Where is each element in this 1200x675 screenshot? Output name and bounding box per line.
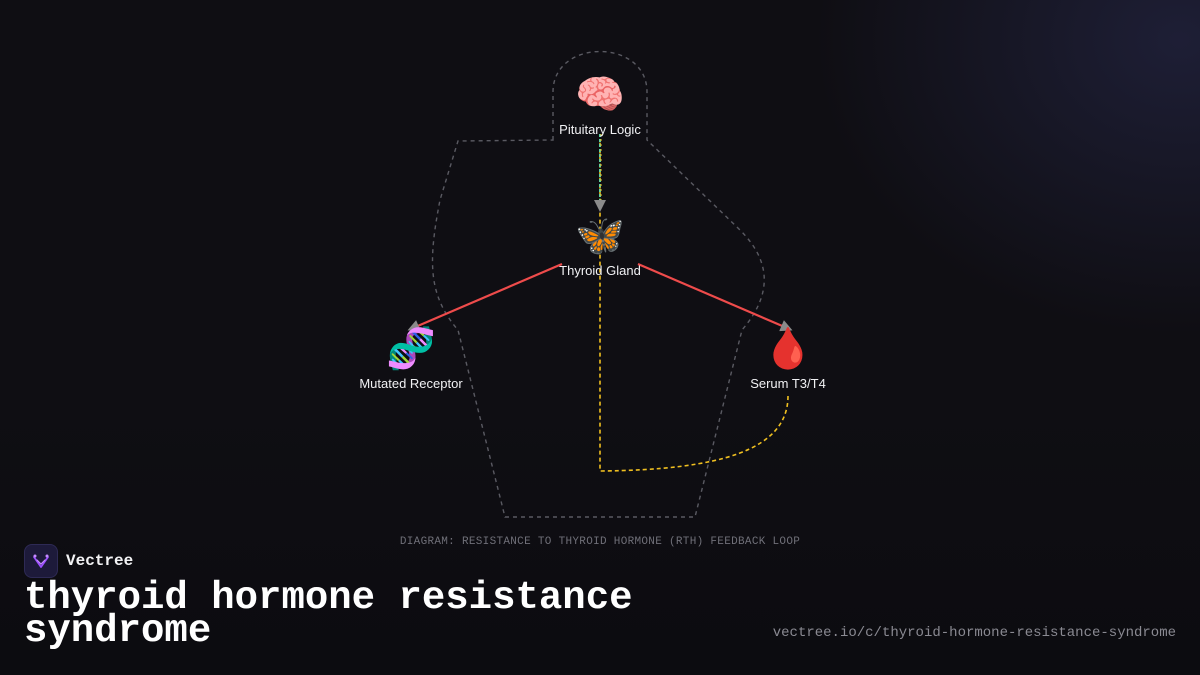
brand-name: Vectree — [66, 552, 134, 570]
butterfly-icon: 🦋 — [575, 213, 625, 259]
blood-drop-icon: 🩸 — [763, 326, 813, 372]
node-pituitary[interactable]: 🧠 Pituitary Logic — [559, 70, 641, 137]
edge-serum-to-pituitary — [599, 140, 789, 472]
page-url[interactable]: vectree.io/c/thyroid-hormone-resistance-… — [772, 625, 1176, 641]
edge-thyroid-to-receptor — [407, 262, 563, 332]
edge-thyroid-to-serum — [637, 262, 793, 332]
dna-icon: 🧬 — [386, 326, 436, 372]
node-thyroid[interactable]: 🦋 Thyroid Gland — [559, 211, 641, 278]
brand[interactable]: Vectree — [24, 544, 133, 578]
node-receptor[interactable]: 🧬 Mutated Receptor — [359, 324, 462, 391]
body-silhouette — [431, 50, 765, 518]
node-label-pituitary: Pituitary Logic — [559, 122, 641, 137]
page-title: thyroid hormone resistance syndrome — [24, 576, 633, 653]
node-label-serum: Serum T3/T4 — [750, 376, 826, 391]
brain-icon: 🧠 — [575, 72, 625, 118]
node-serum[interactable]: 🩸 Serum T3/T4 — [750, 324, 826, 391]
diagram-caption: DIAGRAM: RESISTANCE TO THYROID HORMONE (… — [399, 536, 801, 548]
node-label-thyroid: Thyroid Gland — [559, 263, 641, 278]
node-label-receptor: Mutated Receptor — [359, 376, 463, 391]
vectree-logo-icon — [24, 544, 58, 578]
